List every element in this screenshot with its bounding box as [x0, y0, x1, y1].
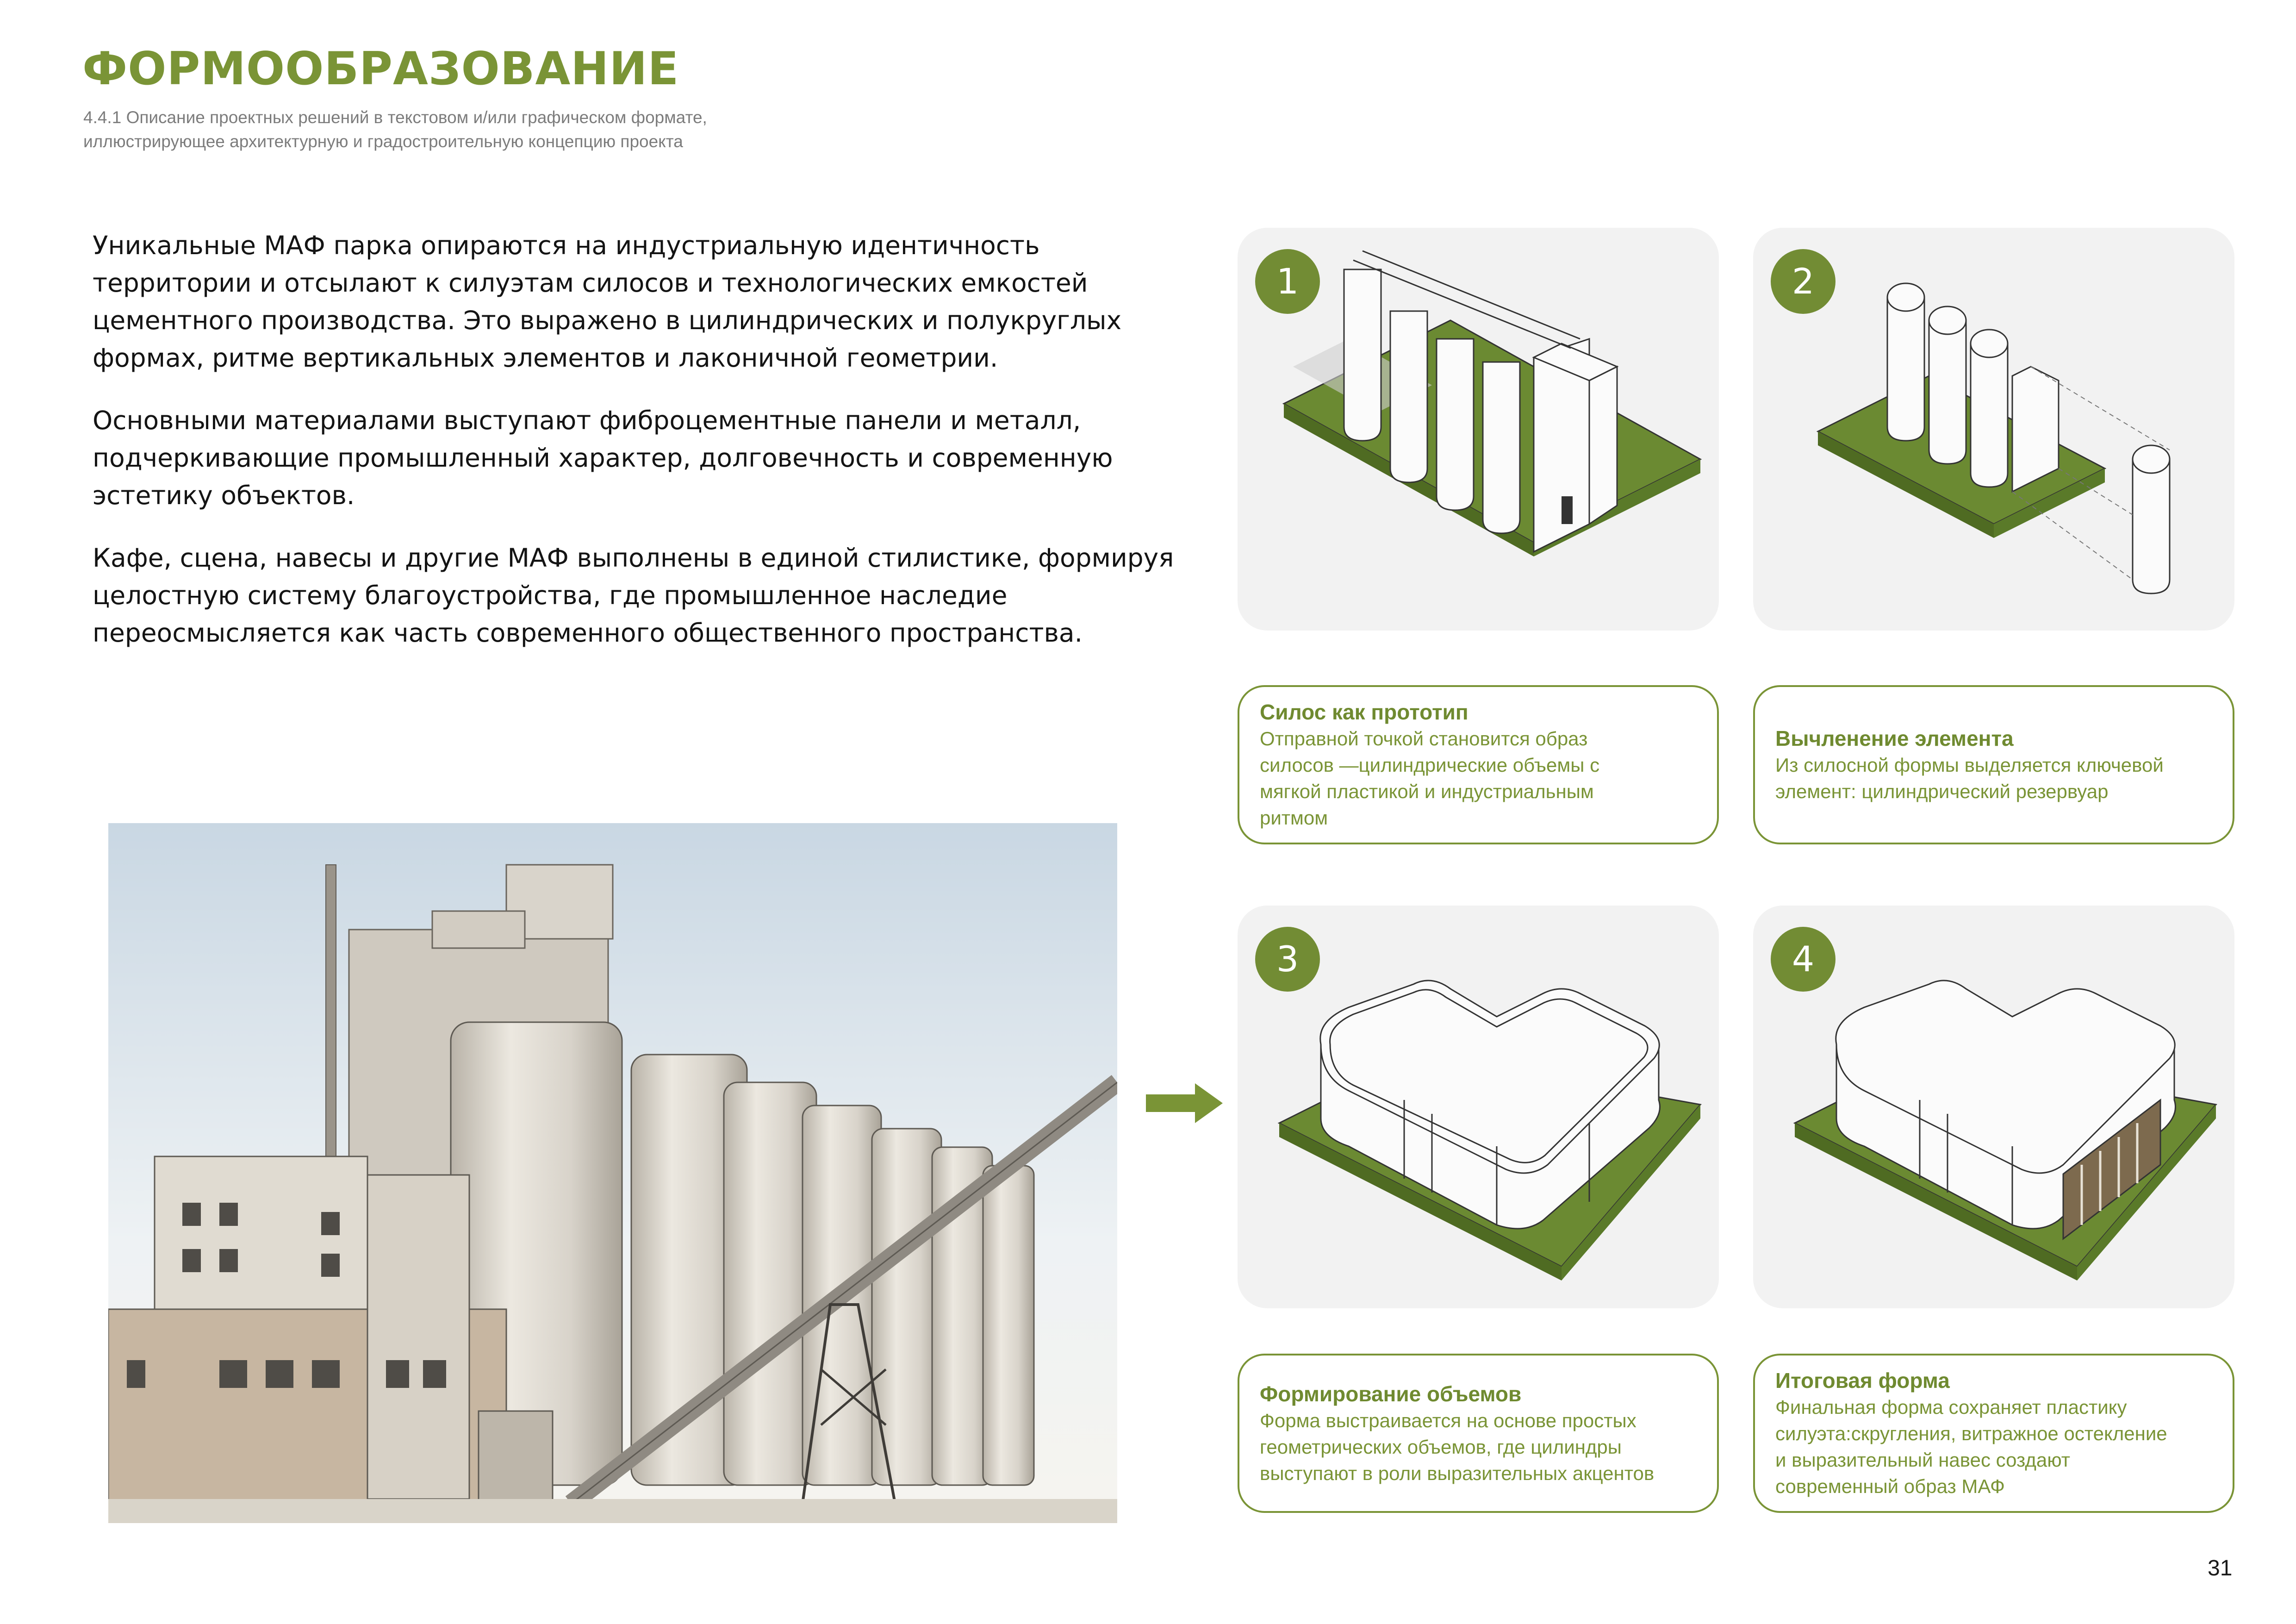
step-2-description: Вычленение элемента Из силосной формы вы… [1753, 685, 2234, 844]
text-line: выступают в роли выразительных акцентов [1260, 1462, 1655, 1484]
text-line: Основными материалами выступают фиброцем… [93, 406, 1081, 435]
step-title: Итоговая форма [1775, 1368, 1950, 1393]
step-text: Отправной точкой становится образ силосо… [1260, 725, 1699, 831]
text-line: ритмом [1260, 807, 1328, 829]
text-line: силуэта:скругления, витражное остекление [1775, 1423, 2167, 1444]
step-3-card: 3 [1238, 906, 1719, 1308]
text-line: геометрических объемов, где цилиндры [1260, 1436, 1622, 1458]
intro-text: Уникальные МАФ парка опираются на индуст… [93, 227, 1176, 677]
text-line: мягкой пластикой и индустриальным [1260, 781, 1594, 802]
text-line: переосмысляется как часть современного о… [93, 618, 1083, 648]
step-1-description: Силос как прототип Отправной точкой стан… [1238, 685, 1719, 844]
step-text: Из силосной формы выделяется ключевой эл… [1775, 752, 2214, 805]
subtitle-line: 4.4.1 Описание проектных решений в текст… [83, 108, 707, 127]
text-line: Уникальные МАФ парка опираются на индуст… [93, 231, 1040, 260]
step-number-badge: 2 [1771, 249, 1836, 314]
page-subtitle: 4.4.1 Описание проектных решений в текст… [83, 106, 963, 154]
step-title: Вычленение элемента [1775, 726, 2014, 750]
text-line: подчеркивающие промышленный характер, до… [93, 443, 1113, 473]
page-title: ФОРМООБРАЗОВАНИЕ [82, 43, 679, 95]
step-title: Формирование объемов [1260, 1381, 1522, 1406]
text-line: современный образ МАФ [1775, 1475, 2005, 1497]
silo-plant-illustration [108, 823, 1117, 1523]
step-number-badge: 3 [1255, 927, 1320, 992]
text-line: и выразительный навес создают [1775, 1449, 2071, 1471]
intro-paragraph: Основными материалами выступают фиброцем… [93, 402, 1176, 514]
text-line: элемент: цилиндрический резервуар [1775, 781, 2109, 802]
step-number-badge: 1 [1255, 249, 1320, 314]
text-line: силосов —цилиндрические объемы с [1260, 754, 1600, 776]
step-3-description: Формирование объемов Форма выстраивается… [1238, 1354, 1719, 1513]
text-line: территории и отсылают к силуэтам силосов… [93, 268, 1088, 298]
step-text: Финальная форма сохраняет пластику силуэ… [1775, 1394, 2214, 1499]
step-title: Силос как прототип [1260, 700, 1468, 724]
subtitle-line: иллюстрирующее архитектурную и градостро… [83, 132, 683, 151]
text-line: Кафе, сцена, навесы и другие МАФ выполне… [93, 543, 1174, 573]
step-text: Форма выстраивается на основе простых ге… [1260, 1407, 1699, 1487]
page-number: 31 [2208, 1556, 2233, 1580]
text-line: формах, ритме вертикальных элементов и л… [93, 343, 998, 373]
step-4-description: Итоговая форма Финальная форма сохраняет… [1753, 1354, 2234, 1513]
step-2-card: 2 [1753, 228, 2234, 631]
step-number-badge: 4 [1771, 927, 1836, 992]
intro-paragraph: Кафе, сцена, навесы и другие МАФ выполне… [93, 539, 1176, 652]
text-line: Из силосной формы выделяется ключевой [1775, 754, 2164, 776]
text-line: эстетику объектов. [93, 481, 355, 510]
text-line: Отправной точкой становится образ [1260, 728, 1588, 750]
text-line: целостную систему благоустройства, где п… [93, 581, 1008, 610]
intro-paragraph: Уникальные МАФ парка опираются на индуст… [93, 227, 1176, 377]
step-4-card: 4 [1753, 906, 2234, 1308]
step-1-card: 1 [1238, 228, 1719, 631]
arrow-right-icon [1146, 1083, 1223, 1123]
text-line: Форма выстраивается на основе простых [1260, 1409, 1636, 1431]
text-line: цементного производства. Это выражено в … [93, 306, 1122, 335]
text-line: Финальная форма сохраняет пластику [1775, 1396, 2127, 1418]
